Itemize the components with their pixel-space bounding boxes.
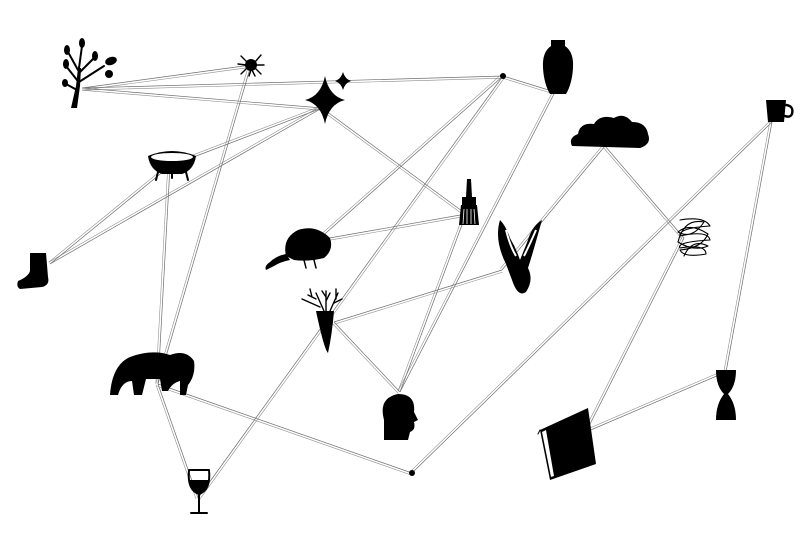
- connection-line-carrot-head: [333, 321, 401, 393]
- connection-line-scribble-book: [583, 236, 683, 432]
- connection-lines: [48, 64, 773, 500]
- connection-line-bowl-boot: [48, 164, 169, 263]
- connection-line-vase-head: [399, 91, 556, 393]
- connection-line-elephant-dot-bottom: [157, 383, 413, 474]
- icon-nodes: [17, 38, 794, 514]
- elephant-icon: [110, 352, 195, 395]
- connection-line-mug-dot-bottom: [410, 120, 771, 472]
- connection-line-carrot-head: [332, 323, 399, 394]
- spider-icon: [237, 54, 265, 77]
- bowl-icon: [148, 151, 196, 181]
- hourglass-icon: [716, 370, 736, 420]
- connection-line-brush-head: [399, 213, 467, 393]
- rabbit-ears-icon: [498, 220, 542, 294]
- connection-line-tree-dot-top: [82, 77, 504, 91]
- connection-line-brush-head: [397, 213, 465, 392]
- dot-icon: [409, 470, 415, 476]
- connection-line-carrot-ears: [333, 269, 503, 323]
- carrot-icon: [301, 288, 343, 353]
- connection-line-hourglass-book: [585, 371, 727, 433]
- connection-line-mug-hourglass: [723, 121, 771, 372]
- connection-line-mug-dot-bottom: [411, 121, 773, 474]
- connection-line-tree-sparkle: [81, 87, 323, 109]
- sparkle-star-icon: [305, 72, 351, 124]
- cloud-icon: [570, 115, 649, 148]
- connection-line-spider-elephant: [157, 64, 252, 385]
- brush-icon: [459, 179, 479, 225]
- connection-line-cloud-scribble: [604, 145, 685, 239]
- connection-line-bowl-boot: [49, 165, 171, 265]
- head-silhouette-icon: [382, 394, 418, 440]
- connection-line-scribble-book: [585, 237, 685, 433]
- mug-icon: [766, 100, 794, 122]
- connection-line-wineglass-dot-top: [199, 77, 506, 500]
- dot-icon: [500, 73, 506, 79]
- connection-line-turkey-brush: [317, 213, 467, 241]
- connection-line-tree-dot-top: [81, 75, 504, 89]
- connection-line-mug-hourglass: [725, 121, 773, 373]
- connection-line-spider-elephant: [155, 64, 250, 384]
- connection-line-sparkle-boot: [48, 105, 322, 263]
- connection-line-tree-sparkle: [81, 89, 322, 111]
- connection-line-cloud-scribble: [603, 147, 683, 240]
- scribble-icon: [677, 218, 711, 257]
- connection-line-sparkle-boot: [49, 107, 323, 265]
- connection-line-wineglass-dot-top: [197, 75, 504, 499]
- connection-line-hourglass-book: [585, 369, 726, 431]
- vase-icon: [542, 40, 574, 94]
- connection-line-vase-head: [397, 90, 554, 392]
- bare-tree-icon: [62, 38, 117, 108]
- connection-line-dot-top-turkey: [317, 75, 504, 241]
- connection-line-dot-top-vase: [502, 77, 555, 95]
- wine-glass-icon: [187, 469, 211, 514]
- connection-line-cloud-ears: [500, 144, 604, 269]
- connection-line-tree-spider: [82, 66, 252, 91]
- connection-line-sparkle-bowl: [169, 105, 322, 165]
- connection-line-bowl-elephant: [155, 165, 169, 384]
- connection-line-sparkle-brush: [321, 107, 467, 215]
- boot-icon: [17, 253, 49, 289]
- connection-line-sparkle-brush: [320, 109, 465, 216]
- connection-line-tree-spider: [81, 64, 252, 89]
- connection-line-carrot-ears: [334, 271, 503, 325]
- connection-line-dot-top-vase: [502, 75, 556, 93]
- connection-line-elephant-wineglass: [157, 383, 199, 499]
- connection-line-elephant-dot-bottom: [157, 385, 412, 476]
- book-icon: [537, 408, 596, 480]
- connection-line-dot-top-turkey: [316, 74, 502, 239]
- connection-line-cloud-ears: [501, 145, 606, 271]
- connection-line-bowl-elephant: [157, 165, 171, 385]
- roast-turkey-icon: [265, 228, 332, 270]
